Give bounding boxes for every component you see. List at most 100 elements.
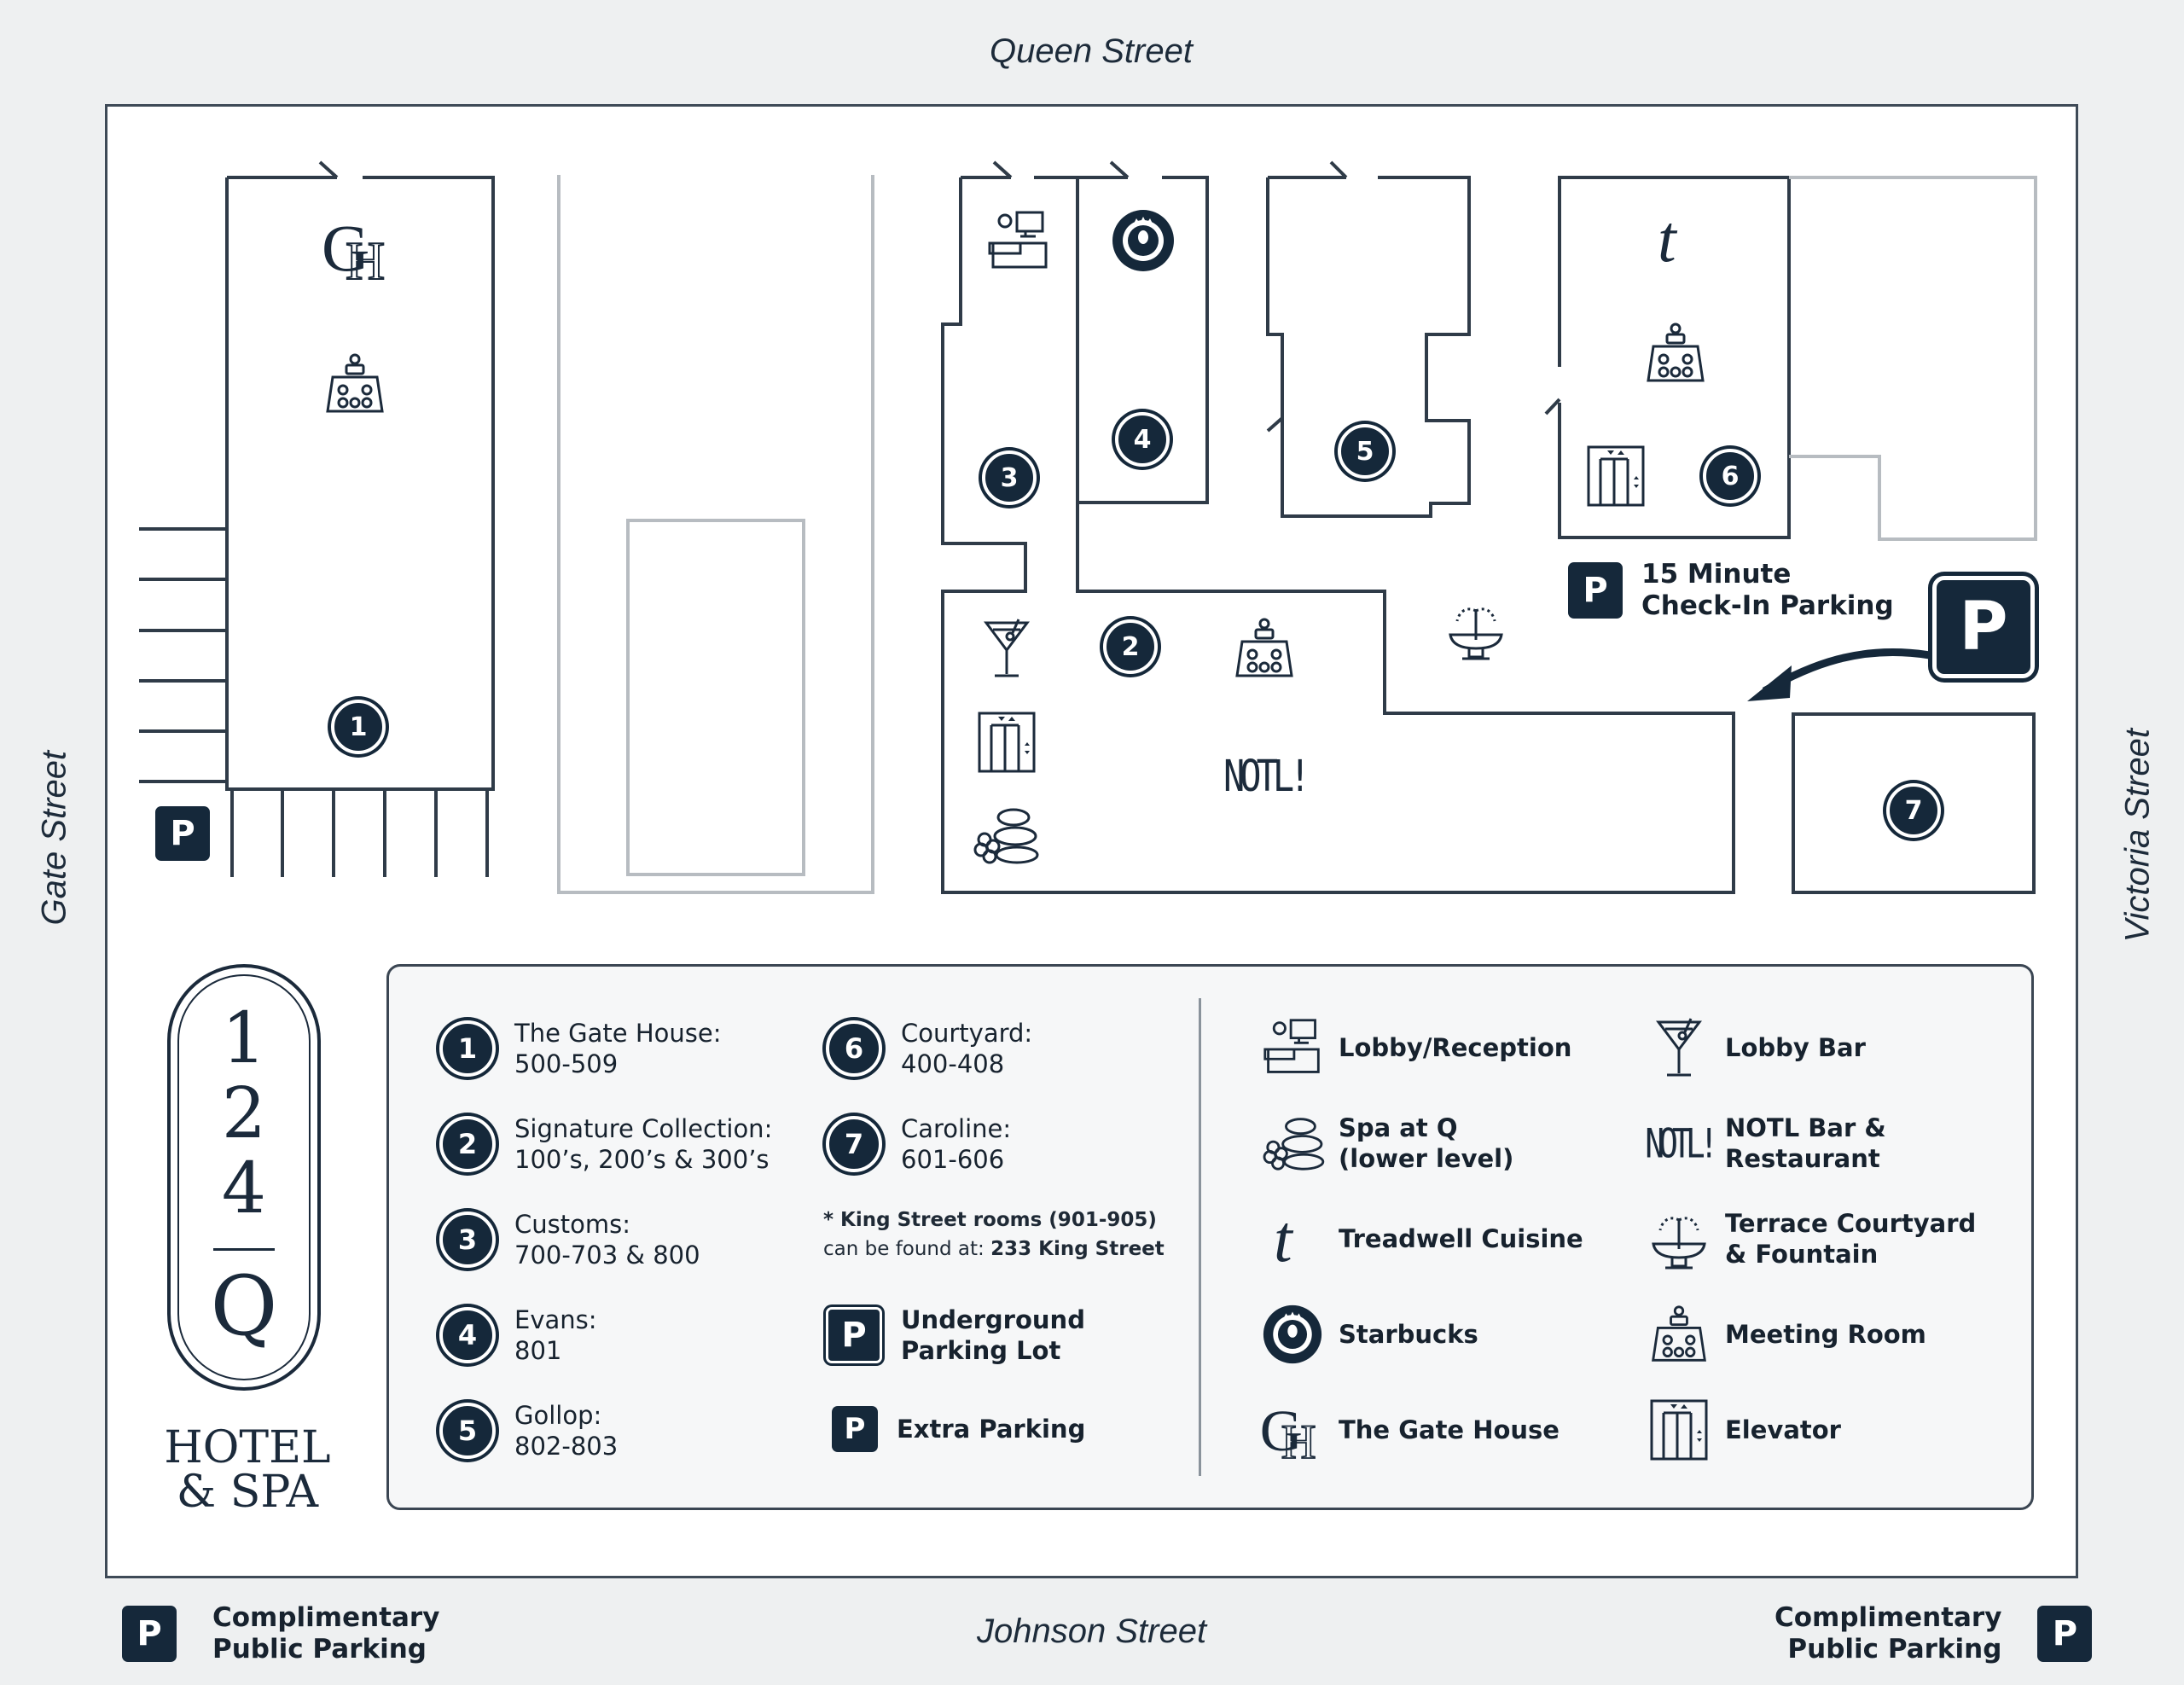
parking-icon: P [1568,562,1623,619]
amenity-label: Lobby/Reception [1339,1033,1572,1062]
legend-building-rooms: 100’s, 200’s & 300’s [514,1145,770,1174]
treadwell-t-icon: t [1658,205,1678,273]
svg-text:t: t [1658,205,1678,273]
amenity-label: Spa at Q [1339,1113,1458,1142]
gate-house-monogram-icon: G H [322,211,386,286]
meeting-room-icon [1647,322,1705,382]
amenity-label: Starbucks [1339,1320,1478,1349]
legend-building-1: 1 The Gate House:500-509 [439,1018,721,1079]
legend-amenity-spa: Spa at Q(lower level) [1258,1109,1513,1177]
treadwell-t-icon: t [1274,1205,1294,1273]
legend-badge-2: 2 [439,1116,496,1172]
parking-icon: P [2037,1606,2093,1662]
king-street-note: * King Street rooms (901-905) can be fou… [823,1206,1165,1264]
legend-amenity-lobby: Lobby/Reception [1258,1014,1571,1082]
logo-digit-1: 1 [221,998,267,1079]
amenity-label: The Gate House [1339,1415,1560,1444]
logo-digit-4: 4 [221,1148,267,1229]
gate-house-monogram-icon: GH [1260,1397,1317,1464]
legend-amenity-notl: NOTL! NOTL Bar &Restaurant [1645,1109,1885,1177]
cocktail-glass-icon [1656,1018,1702,1077]
starbucks-icon [1263,1304,1322,1364]
parking-icon: P [826,1307,882,1363]
amenity-sublabel: (lower level) [1339,1144,1514,1173]
logo-digit-2: 2 [221,1073,267,1154]
legend-building-2: 2 Signature Collection:100’s, 200’s & 30… [439,1113,772,1175]
legend-amenity-fountain: Terrace Courtyard& Fountain [1645,1205,1976,1273]
fountain-icon [1652,1217,1706,1270]
extra-parking-marker[interactable]: P [155,806,210,861]
legend-building-name: Evans: [514,1305,597,1334]
map-marker-2[interactable]: 2 [1103,619,1158,674]
svg-text:H: H [346,230,385,286]
amenity-label: Terrace Courtyard [1725,1209,1977,1238]
svg-text:G: G [1260,1397,1303,1463]
logo-hotel-text: HOTEL [164,1422,331,1473]
legend-amenity-lobby-bar: Lobby Bar [1645,1014,1866,1082]
map-marker-1[interactable]: 1 [331,700,386,754]
map-marker-6[interactable]: 6 [1703,449,1757,503]
map-marker-4[interactable]: 4 [1115,412,1170,467]
legend-building-name: Customs: [514,1210,630,1239]
legend-parking-line2: Parking Lot [901,1336,1061,1365]
legend-amenity-elevator: Elevator [1645,1396,1841,1464]
map-legend [386,964,2034,1510]
amenity-label: Elevator [1725,1415,1841,1444]
starbucks-icon [1112,210,1174,271]
cocktail-glass-icon [984,619,1030,677]
hotel-logo [167,964,321,1391]
parking-label-line2: Public Parking [1787,1634,2002,1665]
legend-badge-6: 6 [826,1020,882,1077]
elevator-icon [1587,445,1645,507]
legend-building-rooms: 500-509 [514,1049,619,1078]
legend-building-7: 7 Caroline:601-606 [826,1113,1011,1175]
legend-building-rooms: 601-606 [901,1145,1005,1174]
checkin-line1: 15 Minute [1641,559,1792,590]
map-marker-7[interactable]: 7 [1886,783,1941,838]
meeting-room-icon [1652,1305,1706,1362]
legend-building-name: Signature Collection: [514,1114,773,1143]
note-line-1: * King Street rooms (901-905) [823,1209,1157,1231]
amenity-label: Lobby Bar [1725,1033,1866,1062]
map-marker-3[interactable]: 3 [982,450,1037,505]
amenity-sublabel: Restaurant [1725,1144,1880,1173]
meeting-room-icon [1235,618,1293,677]
legend-building-6: 6 Courtyard:400-408 [826,1018,1032,1079]
legend-building-name: Gollop: [514,1401,602,1430]
svg-text:G: G [322,211,369,285]
elevator-icon [1650,1399,1708,1461]
checkin-line2: Check-In Parking [1641,590,1894,621]
legend-building-rooms: 700-703 & 800 [514,1241,700,1270]
notl-sign: NOTL! [1223,751,1310,801]
fountain-icon [1449,607,1503,660]
legend-badge-1: 1 [439,1020,496,1077]
legend-building-3: 3 Customs:700-703 & 800 [439,1209,700,1270]
note-address: 233 King Street [990,1238,1165,1260]
parking-icon: P [832,1406,878,1452]
checkin-arrowhead [1747,665,1792,701]
spa-stones-icon [1263,1118,1325,1171]
legend-parking-line1: Extra Parking [897,1415,1086,1444]
legend-building-4: 4 Evans:801 [439,1304,597,1366]
reception-desk-icon [1263,1019,1320,1073]
legend-divider [1199,998,1201,1476]
legend-amenity-starbucks: Starbucks [1258,1300,1478,1368]
parking-label-line2: Public Parking [212,1634,427,1665]
legend-badge-4: 4 [439,1307,496,1363]
legend-building-rooms: 802-803 [514,1432,619,1461]
logo-rule [213,1248,275,1251]
amenity-label: Meeting Room [1725,1320,1926,1349]
street-label-queen: Queen Street [990,32,1193,70]
underground-parking-marker[interactable]: P [1932,576,2035,678]
note-line-2: can be found at: 233 King Street [823,1235,1165,1264]
logo-spa-text: & SPA [176,1467,319,1518]
map-marker-5[interactable]: 5 [1338,424,1392,479]
svg-text:t: t [1274,1205,1294,1273]
logo-letter-q: Q [210,1258,278,1354]
note-prefix: can be found at: [823,1238,991,1260]
